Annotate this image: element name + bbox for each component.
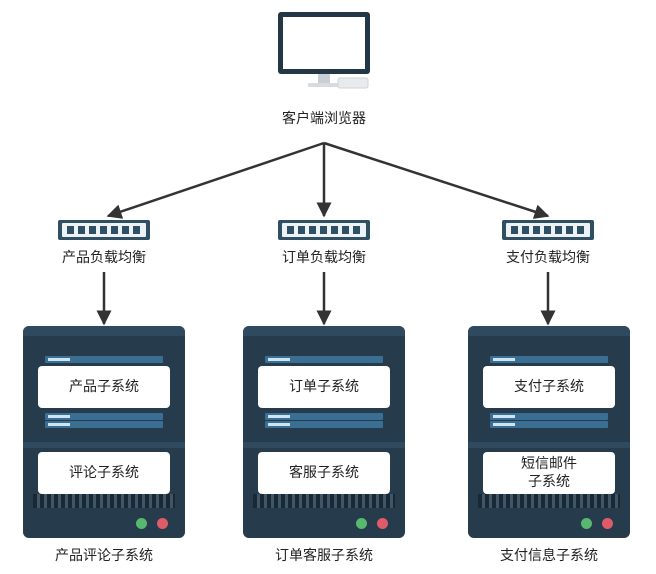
payment-info-server: 支付子系统 短信邮件子系统 <box>468 326 630 538</box>
client-label: 客户端浏览器 <box>282 111 366 127</box>
status-led-red <box>602 518 613 529</box>
monitor-icon <box>278 12 370 89</box>
review-subsystem-card: 评论子系统 <box>38 452 170 494</box>
status-led-red <box>377 518 388 529</box>
edge-client-to-product-lb <box>106 141 325 219</box>
status-led-red <box>157 518 168 529</box>
edge-client-to-payment-lb <box>323 141 550 219</box>
product-lb-label: 产品负载均衡 <box>62 250 146 266</box>
payment-lb-label: 支付负载均衡 <box>506 250 590 266</box>
order-service-caption: 订单客服子系统 <box>275 548 373 564</box>
product-review-caption: 产品评论子系统 <box>55 548 153 564</box>
order-subsystem-card: 订单子系统 <box>258 366 390 408</box>
client-node <box>276 12 372 92</box>
product-subsystem-card: 产品子系统 <box>38 366 170 408</box>
customer-service-subsystem-card: 客服子系统 <box>258 452 390 494</box>
payment-load-balancer-icon <box>502 218 594 242</box>
order-load-balancer-icon <box>278 218 370 242</box>
payment-info-caption: 支付信息子系统 <box>500 548 598 564</box>
product-review-server: 产品子系统 评论子系统 <box>23 326 185 538</box>
status-led-green <box>356 518 367 529</box>
order-service-server: 订单子系统 客服子系统 <box>243 326 405 538</box>
product-load-balancer-icon <box>58 218 150 242</box>
order-lb-label: 订单负载均衡 <box>282 250 366 266</box>
status-led-green <box>581 518 592 529</box>
payment-subsystem-card: 支付子系统 <box>483 366 615 408</box>
status-led-green <box>136 518 147 529</box>
sms-email-subsystem-card: 短信邮件子系统 <box>483 452 615 494</box>
